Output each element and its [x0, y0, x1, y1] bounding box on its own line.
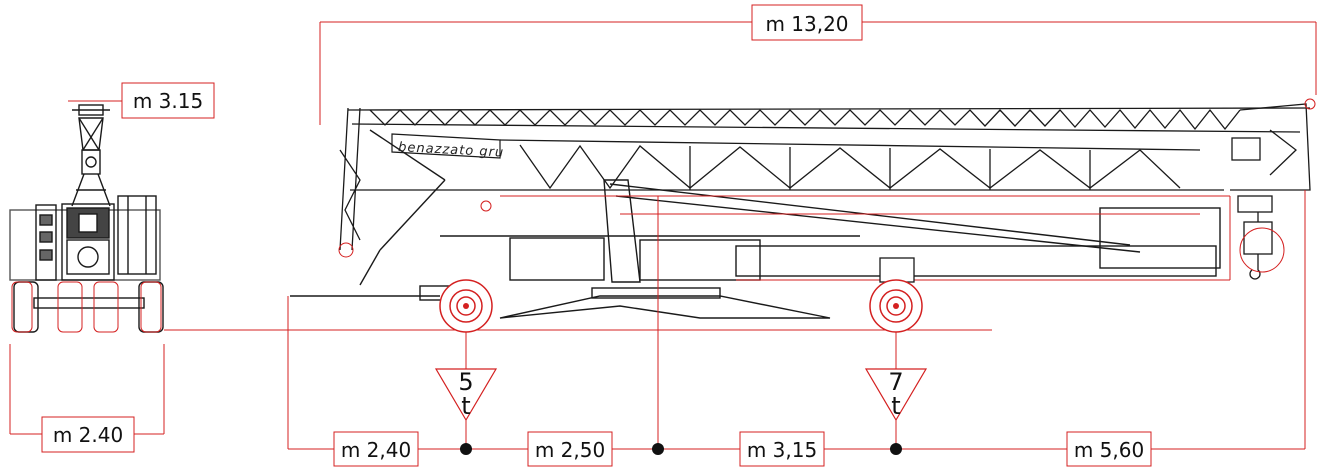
axle-load-front-value: 5 — [458, 368, 473, 396]
segment-label-2: m 2,50 — [535, 438, 605, 462]
segment-label-4: m 5,60 — [1074, 438, 1144, 462]
brand-label: benazzato gru — [398, 140, 505, 161]
segment-box-4: m 5,60 — [1066, 431, 1152, 467]
segment-box-3: m 3,15 — [739, 431, 825, 467]
axle-load-rear: 7 t — [864, 368, 928, 422]
overall-length-dimension — [319, 4, 1317, 125]
segment-box-1: m 2,40 — [333, 431, 419, 467]
axle-node-front — [460, 443, 472, 455]
brand-plate: benazzato gru — [391, 133, 505, 161]
front-height-label: m 3.15 — [133, 89, 203, 113]
front-width-dimension — [9, 344, 165, 453]
slewing-center-node — [652, 443, 664, 455]
front-width-label: m 2.40 — [53, 423, 123, 447]
overall-length-label: m 13,20 — [765, 12, 848, 36]
axle-load-front-unit: t — [461, 392, 470, 420]
segment-label-1: m 2,40 — [341, 438, 411, 462]
axle-load-rear-value: 7 — [888, 368, 903, 396]
hook-outline — [1239, 227, 1285, 273]
chassis — [290, 207, 1221, 319]
boom-lattice — [339, 103, 1311, 251]
segment-label-3: m 3,15 — [747, 438, 817, 462]
wheel-front-axle — [439, 279, 493, 333]
segment-dimension-lines — [287, 190, 1306, 450]
front-view: m 3.15 — [9, 82, 215, 453]
hook-block — [1237, 195, 1273, 280]
front-body — [9, 195, 161, 281]
segment-box-2: m 2,50 — [527, 431, 613, 467]
front-height-dimension — [68, 82, 215, 119]
front-wheel-outlines — [11, 281, 162, 333]
axle-node-rear — [890, 443, 902, 455]
axle-load-rear-unit: t — [891, 392, 900, 420]
front-mast — [71, 104, 111, 207]
wheel-rear-axle — [869, 257, 923, 333]
chassis-outline — [338, 98, 1316, 281]
axle-load-front: 5 t — [434, 368, 498, 422]
